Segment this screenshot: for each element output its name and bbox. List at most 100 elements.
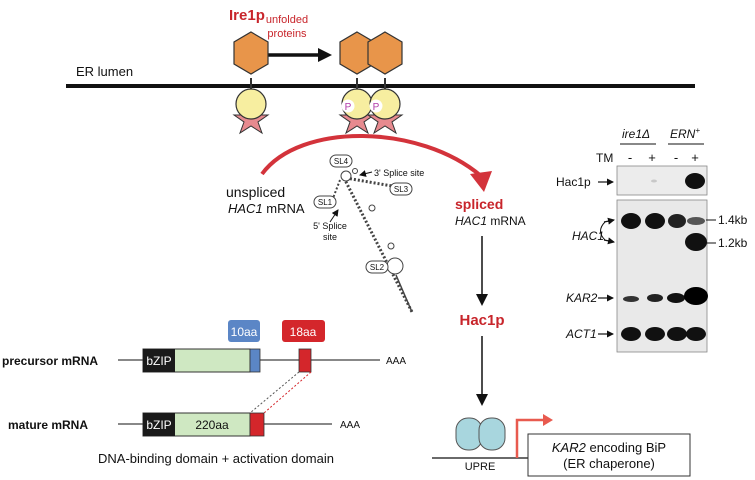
splice-guide-left — [249, 371, 300, 414]
box-18aa — [282, 320, 325, 342]
splice-guide-right — [263, 371, 312, 414]
hac1-pointer-top — [603, 217, 615, 225]
size-label-bottom: 1.2kb — [718, 236, 748, 250]
lane-3-sign: - — [674, 150, 678, 165]
mature-red-segment — [249, 412, 265, 437]
precursor-red-segment — [298, 348, 312, 373]
northern-western-blot-panel: ire1Δ ERN+ TM - + - + Hac1p HAC1 1.4kb 1… — [556, 126, 748, 353]
box-10aa — [228, 320, 260, 342]
tm-label: TM — [596, 151, 613, 165]
sl4-tag — [329, 154, 353, 168]
spliced-mrna-label: HAC1 mRNA — [455, 214, 526, 228]
mrna-to-protein-arrowhead — [476, 294, 488, 306]
activation-arrowhead — [318, 48, 332, 62]
mature-220aa-label: 220aa — [195, 418, 229, 432]
act1-band-lane2 — [645, 327, 665, 341]
lane-4-sign: + — [691, 150, 699, 165]
kar2-label-line1: KAR2 encoding BiP — [552, 440, 666, 455]
transcription-arrowhead — [543, 414, 553, 426]
act1-band-lane3 — [667, 327, 687, 341]
blot-kar2-label: KAR2 — [566, 291, 598, 305]
hac1-unspliced-band-lane4 — [687, 217, 705, 225]
hac1p-dimer-left — [455, 417, 483, 451]
act1-band-lane1 — [621, 327, 641, 341]
hac1-unspliced-band-lane1 — [621, 213, 641, 229]
kar2-band-lane2 — [647, 294, 663, 302]
kar2-label-line2: (ER chaperone) — [563, 456, 655, 471]
hac1p-central-label: Hac1p — [459, 312, 504, 329]
domain-caption: DNA-binding domain + activation domain — [98, 451, 334, 466]
hac1p-dimer-right — [478, 417, 506, 451]
junction-loop — [340, 170, 352, 182]
box-18aa-label: 18aa — [290, 325, 317, 339]
precursor-mrna-label: precursor mRNA — [2, 354, 98, 368]
hac1p-band-faint — [651, 179, 657, 183]
splice5-pointer — [329, 209, 339, 223]
mature-bzip-domain — [143, 413, 175, 436]
hac1p-band — [685, 173, 705, 189]
kar2-band-lane1 — [623, 296, 639, 302]
sl1-tag — [313, 195, 337, 209]
lane-1-sign: - — [628, 150, 632, 165]
splice3-label: 3' Splice site — [374, 168, 424, 178]
sl1-label: SL1 — [318, 198, 333, 207]
mature-polya: AAA — [340, 420, 360, 431]
blot-hac1p-label: Hac1p — [556, 175, 591, 189]
sl4-label: SL4 — [334, 157, 349, 166]
unspliced-label: unspliced — [226, 184, 285, 200]
hac1-pointer-bottom — [603, 237, 615, 245]
mature-mrna-label: mature mRNA — [8, 418, 88, 432]
phospho-dot-left — [341, 99, 355, 113]
precursor-bzip-label: bZIP — [146, 354, 171, 368]
hac1-brace — [600, 221, 606, 241]
sl2-loop — [386, 257, 404, 275]
act1-band-lane4 — [686, 327, 706, 341]
splice5-label-line2: site — [323, 232, 337, 242]
stem-sl3 — [345, 176, 393, 188]
upre-label: UPRE — [465, 461, 496, 473]
domain-structure-panel: 10aa 18aa precursor mRNA bZIP AAA mature… — [2, 320, 406, 466]
ire1p-dimer-hexagon-right — [367, 31, 403, 75]
mature-bzip-label: bZIP — [146, 418, 171, 432]
precursor-polya: AAA — [386, 356, 406, 367]
blot-act1-label: ACT1 — [565, 327, 597, 341]
unspliced-mrna-label: HAC1 mRNA — [228, 201, 305, 216]
hac1-unspliced-band-lane3 — [668, 214, 686, 228]
transcription-arrow — [515, 418, 545, 458]
sl2-tag — [365, 260, 389, 274]
splice3-pointer — [359, 170, 373, 177]
precursor-bzip-domain — [143, 349, 175, 372]
ire1-strain-label: ire1Δ — [622, 127, 650, 141]
ire1p-label: Ire1p — [229, 7, 265, 24]
hac1-spliced-band-lane4 — [685, 233, 707, 251]
hac1-unspliced-band-lane2 — [645, 213, 665, 229]
stem-sl2 — [342, 177, 414, 313]
size-label-top: 1.4kb — [718, 213, 748, 227]
er-lumen-label: ER lumen — [76, 64, 133, 79]
phospho-label-left: P — [345, 102, 352, 113]
ire1p-hexagon — [233, 31, 269, 75]
sl3-label: SL3 — [394, 185, 409, 194]
blot-hac1-label: HAC1 — [572, 229, 604, 243]
splice5-label-line1: 5' Splice — [313, 221, 347, 231]
sl3-tag — [389, 182, 413, 196]
hac1-rna-secondary-structure: SL4 SL3 SL1 SL2 3' Splice site 5' Splice… — [313, 154, 424, 313]
ire1p-dimer: P P — [338, 31, 404, 135]
phospho-dot-right — [369, 99, 383, 113]
protein-to-upre-arrowhead — [476, 394, 488, 406]
ern-strain-label: ERN+ — [670, 126, 700, 141]
ire1p-monomer — [232, 31, 270, 135]
ire1p-circle — [235, 88, 267, 120]
kar2-band-lane4 — [684, 287, 708, 305]
kar2-box — [527, 433, 691, 477]
box-10aa-label: 10aa — [231, 325, 258, 339]
sl2-label: SL2 — [370, 263, 385, 272]
unfolded-proteins-label-line1: unfolded — [266, 14, 308, 26]
unfolded-proteins-label-line2: proteins — [267, 28, 307, 40]
kar2-band-lane3 — [667, 293, 685, 303]
stem-sl1 — [329, 179, 341, 207]
splicing-arc-arrow — [260, 134, 483, 178]
spliced-label: spliced — [455, 196, 503, 212]
phospho-label-right: P — [373, 102, 380, 113]
